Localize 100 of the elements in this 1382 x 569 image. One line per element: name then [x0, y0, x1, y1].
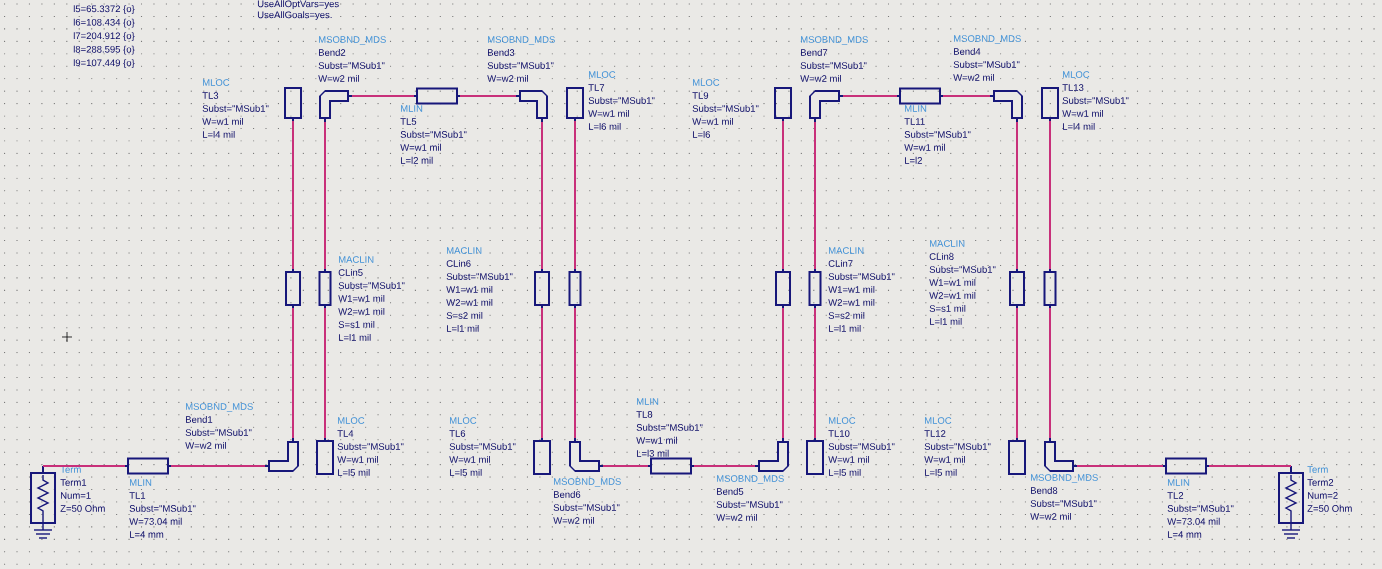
node-label: TL1 — [129, 492, 146, 499]
node-label: W=w1 mil — [692, 117, 733, 125]
node-label: W=w2 mil — [953, 73, 994, 81]
node-label: MSOBND_MDS — [716, 475, 784, 484]
node-label: MLOC — [1062, 71, 1090, 78]
wire — [574, 307, 576, 439]
wire — [541, 121, 543, 270]
node-label: MLIN — [636, 398, 659, 405]
component-label: MACLIN CLin6 Subst="MSub1" W1=w1 mil W2=w1 mil S=s2 mil L=l1 mil — [446, 247, 513, 332]
node-label: Subst="MSub1" — [449, 442, 516, 450]
node-label: W=w1 mil — [337, 455, 378, 463]
node-label: W=w2 mil — [1030, 512, 1071, 520]
node-label: MLIN — [400, 105, 423, 112]
node-label: TL4 — [337, 430, 354, 437]
wire — [602, 465, 649, 467]
node-label: Bend2 — [318, 48, 346, 56]
wire — [942, 95, 991, 97]
wire — [842, 95, 898, 97]
node-label: Subst="MSub1" — [400, 130, 467, 138]
wire — [814, 307, 816, 439]
node-label: Bend4 — [953, 47, 981, 55]
node-label: W=w1 mil — [828, 455, 869, 463]
node-label: L=l4 mil — [1062, 122, 1095, 130]
node-label: Bend1 — [185, 415, 213, 423]
node-label: MSOBND_MDS — [318, 36, 386, 45]
node-label: MLIN — [1167, 479, 1190, 486]
node-label: Subst="MSub1" — [1167, 504, 1234, 512]
node-label: Subst="MSub1" — [337, 442, 404, 450]
component-label: MACLIN CLin7 Subst="MSub1" W1=w1 mil W2=w1 mil S=s2 mil L=l1 mil — [828, 247, 895, 332]
wire — [351, 95, 415, 97]
node-label: Subst="MSub1" — [953, 60, 1020, 68]
node-label: W=w2 mil — [185, 441, 226, 449]
component-label: MSOBND_MDS Bend5 Subst="MSub1" W=w2 mil — [716, 475, 784, 521]
node-label: TL3 — [202, 92, 219, 99]
component-label: MSOBND_MDS Bend7 Subst="MSub1" W=w2 mil — [800, 36, 868, 82]
node-label: MLOC — [692, 79, 720, 86]
node-label: Subst="MSub1" — [553, 503, 620, 511]
node-label: Bend6 — [553, 490, 581, 498]
node-label: Subst="MSub1" — [1030, 499, 1097, 507]
node-label: W=73.04 mil — [129, 517, 182, 525]
wire — [814, 121, 816, 270]
node-label: W=73.04 mil — [1167, 517, 1220, 525]
node-label: MLOC — [449, 417, 477, 424]
wire — [541, 307, 543, 439]
node-label: Subst="MSub1" — [800, 61, 867, 69]
node-label: MLOC — [828, 417, 856, 424]
wire — [324, 307, 326, 439]
node-label: Subst="MSub1" — [318, 61, 385, 69]
component-label: MLOC TL12 Subst="MSub1" W=w1 mil L=l5 mil — [924, 417, 991, 476]
node-label: W=w1 mil — [400, 143, 441, 151]
node-label: Bend8 — [1030, 486, 1058, 494]
node-label: MSOBND_MDS — [185, 403, 253, 412]
node-label: MLOC — [337, 417, 365, 424]
node-label: Subst="MSub1" — [202, 104, 269, 112]
wire — [42, 465, 126, 467]
node-label: Subst="MSub1" — [692, 104, 759, 112]
node-label: L=l2 — [904, 156, 922, 164]
node-label: W=w1 mil — [449, 455, 490, 463]
node-label: W=w1 mil — [588, 109, 629, 117]
parameter-text: UseAllOptVars=yes — [257, 0, 339, 10]
component-label: MLIN TL8 Subst="MSub1" W=w1 mil L=l3 mil — [636, 398, 703, 457]
wire — [1049, 307, 1051, 439]
wire — [574, 120, 576, 270]
node-label: TL12 — [924, 430, 946, 437]
node-label: L=l5 mil — [828, 468, 861, 476]
wire — [1016, 307, 1018, 439]
parameter-text: l5=65.3372 {o} — [73, 5, 135, 15]
node-label: TL6 — [449, 430, 466, 437]
node-label: L=l3 mil — [636, 449, 669, 457]
parameter-text: l8=288.595 {o} — [73, 45, 135, 55]
component-label: MSOBND_MDS Bend4 Subst="MSub1" W=w2 mil — [953, 35, 1021, 81]
node-label: MLIN — [130, 479, 152, 486]
component-label: MLOC TL7 Subst="MSub1" W=w1 mil L=l6 mil — [588, 71, 655, 130]
component-label: Term Term2 Num=2 Z=50 Ohm — [1307, 466, 1352, 512]
node-label: TL7 — [588, 84, 605, 91]
component-label: MLOC TL6 Subst="MSub1" W=w1 mil L=l5 mil — [449, 417, 516, 476]
node-label: MSOBND_MDS — [487, 36, 555, 45]
wire — [292, 307, 294, 439]
node-label: L=4 mm — [1167, 531, 1202, 538]
component-label: MLOC TL9 Subst="MSub1" W=w1 mil L=l6 — [692, 79, 759, 138]
wire — [782, 120, 784, 270]
node-label: W=w1 mil — [636, 436, 677, 444]
component-label: MSOBND_MDS Bend1 Subst="MSub1" W=w2 mil — [185, 403, 253, 449]
node-label: L=l5 mil — [337, 468, 370, 476]
node-label: W=w2 mil — [716, 513, 757, 521]
node-label: TL9 — [692, 92, 709, 99]
parameter-text: l6=108.434 {o} — [73, 18, 135, 28]
node-label: MLIN — [904, 105, 927, 112]
node-label: Subst="MSub1" — [716, 500, 783, 508]
node-label: TL13 — [1062, 84, 1084, 91]
wire — [170, 465, 266, 467]
node-label: L=l5 mil — [924, 468, 957, 476]
node-label: Subst="MSub1" — [588, 96, 655, 104]
node-label: MLOC — [202, 79, 230, 86]
node-label: Subst="MSub1" — [129, 504, 196, 512]
wire — [1049, 120, 1051, 270]
node-label: Subst="MSub1" — [636, 423, 703, 431]
component-label: MLIN TL11 Subst="MSub1" W=w1 mil L=l2 — [904, 105, 971, 164]
node-label: TL8 — [636, 411, 653, 418]
node-label: MLOC — [588, 71, 616, 78]
